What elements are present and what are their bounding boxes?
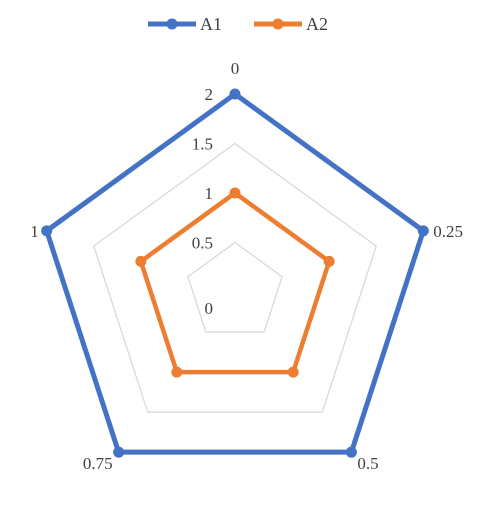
radial-tick-label: 0.5 [192,234,213,253]
data-point-A1 [417,225,429,237]
data-point-A2 [135,255,147,267]
radial-tick-label: 1 [205,184,214,203]
category-label: 0.75 [83,454,113,473]
category-label: 1 [30,222,39,241]
data-point-A1 [229,88,241,100]
category-label: 0.25 [433,222,463,241]
radial-tick-label: 0 [205,299,214,318]
category-label: 0 [231,59,240,78]
data-point-A2 [323,255,335,267]
radial-tick-labels: 0 0.5 1 1.5 2 [192,85,213,318]
data-point-A1 [41,225,53,237]
data-point-A2 [171,366,183,378]
legend-label-A2: A2 [306,14,328,34]
legend-label-A1: A1 [200,14,222,34]
radial-tick-label: 1.5 [192,135,213,154]
data-point-A1 [113,446,125,458]
legend-marker-A2 [272,18,284,30]
series-line-A1 [44,91,426,455]
data-point-A1 [345,446,357,458]
grid-ring [187,241,283,333]
series-line-A2 [138,190,332,375]
data-point-A2 [229,187,241,199]
data-point-A2 [287,366,299,378]
category-labels: 0 0.25 0.5 0.75 1 [30,59,463,473]
legend-marker-A1 [166,18,178,30]
series-layer [41,88,429,458]
radial-tick-label: 2 [205,85,214,104]
category-label: 0.5 [357,454,378,473]
grid-ring [93,142,377,413]
legend: A1 A2 [148,14,328,34]
